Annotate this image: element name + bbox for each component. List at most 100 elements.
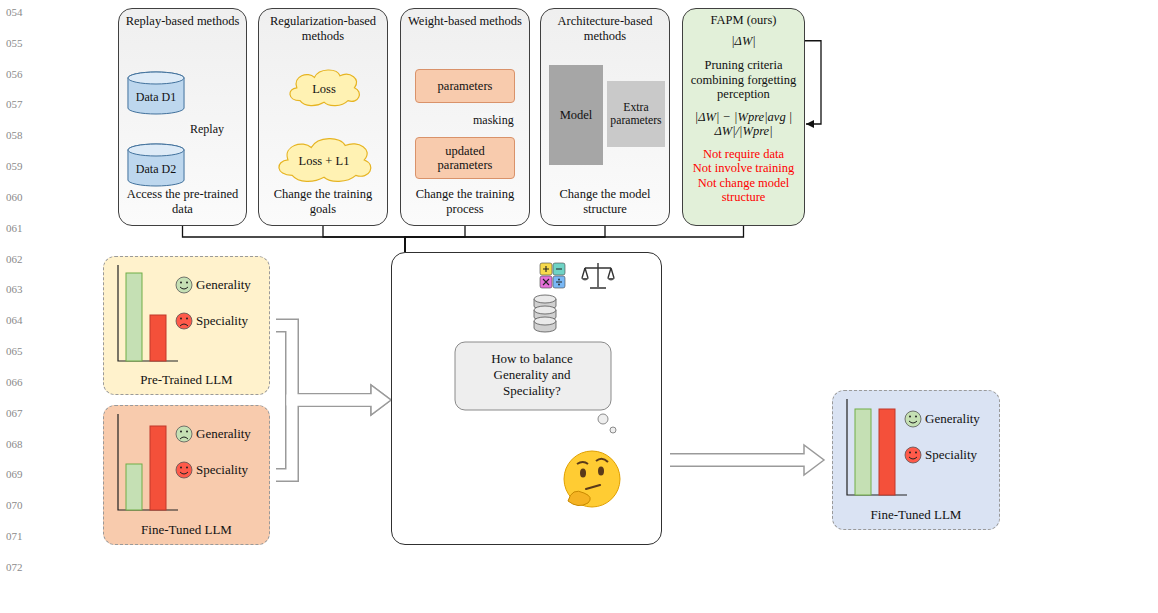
generality-bar [126, 464, 142, 510]
data-cylinder: Data D2 [127, 143, 185, 187]
formula-term: |ΔW| [731, 34, 756, 49]
method-box: FAPM (ours) |ΔW| Pruning criteria combinin… [682, 8, 805, 226]
method-box: Regularization-based methodsChange the t… [258, 8, 388, 226]
method-title: FAPM (ours) [710, 13, 776, 28]
legend-word: Generality [196, 277, 269, 293]
shape-text: Model [560, 108, 593, 123]
smiley-icon [905, 447, 921, 463]
line-number: 066 [6, 374, 36, 405]
method-note: Change the training process [405, 187, 525, 217]
red-note: Not involve training [693, 161, 794, 176]
speciality-bar [150, 426, 166, 510]
speciality-bar [879, 409, 895, 495]
parameter-box: updated parameters [415, 137, 515, 179]
calculator-icon [540, 263, 565, 288]
line-number: 060 [6, 189, 36, 220]
balance-box: How to balance Generality and Speciality… [391, 252, 662, 545]
line-number: 068 [6, 436, 36, 467]
line-number: 070 [6, 497, 36, 528]
llm-panel: GeneralitySpecialityFine-Tuned LLM [832, 390, 1000, 530]
block-arrow-head [804, 445, 824, 475]
method-title: Replay-based methods [123, 14, 242, 29]
loss-cloud: Loss [284, 67, 364, 107]
method-title: Architecture-based methods [545, 14, 665, 44]
database-icon [534, 295, 556, 332]
generality-bar [126, 273, 142, 361]
method-note: Change the model structure [545, 187, 665, 217]
shape-text: Loss [312, 82, 336, 96]
method-note: Access the pre-trained data [123, 187, 242, 217]
smiley-icon [905, 411, 921, 427]
smiley-icon [176, 462, 192, 478]
loss-cloud: Loss + L1 [271, 135, 377, 183]
connector [405, 226, 605, 252]
speech-bubble [455, 342, 611, 410]
shape-text: Extra parameters [608, 101, 664, 127]
smiley-icon [176, 277, 192, 293]
method-box: Replay-based methodsAccess the pre-train… [118, 8, 247, 226]
shape-text: Data D2 [136, 162, 176, 176]
thought-dot [610, 427, 616, 433]
line-number: 062 [6, 251, 36, 282]
panel-caption: Fine-Tuned LLM [833, 507, 999, 523]
connector [323, 226, 405, 252]
shape-text: parameters [438, 79, 493, 93]
panel-caption: Fine-Tuned LLM [104, 522, 269, 538]
line-number: 057 [6, 96, 36, 127]
icon-layer [392, 253, 661, 544]
block-arrow-fill [276, 326, 374, 401]
line-number: 056 [6, 66, 36, 97]
smiley-icon [176, 426, 192, 442]
line-number: 065 [6, 343, 36, 374]
speciality-bar [150, 315, 166, 361]
block-arrow-head [371, 385, 391, 415]
block-arrow-fill [670, 455, 807, 466]
llm-panel: GeneralitySpecialityPre-Trained LLM [103, 256, 270, 395]
method-title: Regularization-based methods [263, 14, 383, 44]
smiley-icon [176, 313, 192, 329]
legend-word: Speciality [925, 447, 999, 463]
line-number: 064 [6, 312, 36, 343]
generality-bar [855, 409, 871, 495]
line-number: 063 [6, 281, 36, 312]
line-number: 067 [6, 405, 36, 436]
connector [405, 226, 465, 252]
data-cylinder: Data D1 [127, 71, 185, 115]
parameter-box: parameters [415, 69, 515, 103]
line-number: 069 [6, 466, 36, 497]
legend-word: Speciality [196, 313, 269, 329]
edge-label: masking [471, 113, 516, 127]
line-number: 058 [6, 127, 36, 158]
shape-text: Loss + L1 [299, 154, 350, 168]
red-note: Not change model structure [687, 176, 800, 205]
line-number: 061 [6, 220, 36, 251]
question-text: How to balance Generality and Speciality… [464, 351, 600, 399]
thought-dot [598, 414, 608, 424]
connector [183, 226, 406, 252]
method-box: Architecture-based methodsChange the mod… [540, 8, 670, 226]
extra-block: Extra parameters [607, 81, 665, 147]
line-number: 059 [6, 158, 36, 189]
method-note: Pruning criteria combining forgetting pe… [687, 58, 800, 102]
red-note: Not require data [703, 147, 784, 162]
block-arrow-fill [276, 400, 374, 475]
method-title: Weight-based methods [405, 14, 525, 29]
line-number-column: 0540550560570580590600610620630640650660… [6, 4, 36, 590]
legend-word: Speciality [196, 462, 269, 478]
panel-caption: Pre-Trained LLM [104, 372, 269, 388]
llm-panel: GeneralitySpecialityFine-Tuned LLM [103, 405, 270, 545]
edge-label-holder: Replay [188, 122, 226, 136]
scales-icon [581, 263, 615, 288]
thinking-emoji [564, 451, 620, 507]
connector [405, 226, 744, 252]
shape-text: Data D1 [136, 90, 176, 104]
line-number: 071 [6, 528, 36, 559]
block-arrow-head [371, 385, 391, 415]
edge-label-holder: masking [471, 113, 516, 127]
line-number: 054 [6, 4, 36, 35]
shape-text: updated parameters [418, 144, 512, 172]
line-number: 055 [6, 35, 36, 66]
